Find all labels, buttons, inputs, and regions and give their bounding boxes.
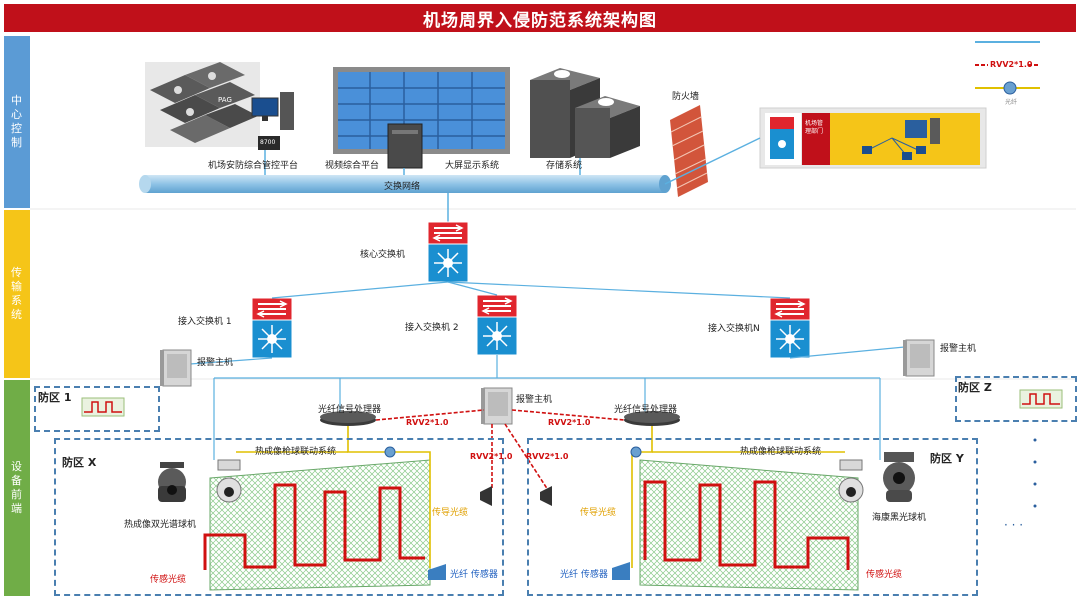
linkage-right-label: 热成像枪球联动系统 xyxy=(740,447,822,457)
zone-z-sensor-graphic xyxy=(1019,389,1063,409)
zone-z-box xyxy=(955,376,1077,422)
legend-rvv-label: RVV2*1.0 xyxy=(990,60,1033,69)
title-bar: 机场周界入侵防范系统架构图 xyxy=(4,4,1076,32)
zone-y-box xyxy=(527,438,978,596)
more-zones-ellipsis: · · · xyxy=(1004,518,1024,532)
zone-y-fence xyxy=(639,459,859,591)
core-switch-label: 核心交换机 xyxy=(360,250,406,260)
zone-x-fence xyxy=(203,459,431,591)
zone-y-label: 防区 Y xyxy=(930,452,964,465)
alarm-host-left-icon xyxy=(159,349,192,387)
alarm-host-left-label: 报警主机 xyxy=(197,358,234,368)
firewall-graphic xyxy=(670,105,708,197)
legend-graphic xyxy=(975,41,1040,95)
page-title: 机场周界入侵防范系统架构图 xyxy=(423,10,657,31)
section-center: 中心控制 xyxy=(4,36,30,208)
zone-1-label: 防区 1 xyxy=(38,391,72,404)
rvv-right-label: RVV2*1.0 xyxy=(548,418,591,427)
guide-cable-left-label: 传导光缆 xyxy=(432,508,469,518)
zone-1-sensor-graphic xyxy=(81,397,125,417)
linkage-left-label: 热成像枪球联动系统 xyxy=(255,447,337,457)
big-screen-label: 大屏显示系统 xyxy=(445,161,500,171)
video-wall-graphic xyxy=(333,67,510,169)
fiber-processor-left-graphic xyxy=(320,411,376,426)
management-platform-graphic xyxy=(145,62,294,150)
core-switch-icon xyxy=(427,221,469,283)
platform-label: 机场安防综合管控平台 xyxy=(208,161,299,171)
zone-x-label: 防区 X xyxy=(62,456,97,469)
access-switch-2-icon xyxy=(476,294,518,356)
zone-1-box xyxy=(34,386,160,432)
fiber-sensor-left-label: 光纤 传感器 xyxy=(450,570,498,580)
section-frontend-label: 设备前端 xyxy=(11,460,23,515)
access-switch-n-label: 接入交换机N xyxy=(708,324,760,334)
sensing-cable-left-label: 传感光缆 xyxy=(150,575,187,585)
alarm-host-center-icon xyxy=(480,387,513,425)
firewall-label: 防火墙 xyxy=(672,92,700,102)
fiber-processor-left-label: 光纤信号处理器 xyxy=(318,405,382,415)
section-transmission: 传输系统 xyxy=(4,210,30,378)
alarm-host-right-label: 报警主机 xyxy=(940,344,977,354)
zone-z-label: 防区 Z xyxy=(958,381,992,394)
storage-graphic xyxy=(530,68,640,158)
access-switch-1-label: 接入交换机 1 xyxy=(178,317,232,327)
airport-dept-label: 机场管理部门 xyxy=(805,120,824,135)
zone-x-box xyxy=(54,438,504,596)
guide-cable-right-label: 传导光缆 xyxy=(580,508,617,518)
rvv-left-label: RVV2*1.0 xyxy=(406,418,449,427)
platform-screen-label: 8700 xyxy=(260,139,276,146)
fiber-sensor-right-label: 光纤 传感器 xyxy=(560,570,608,580)
access-switch-n-icon xyxy=(769,297,811,359)
linkage-camera-right-graphic xyxy=(838,459,864,503)
alarm-host-right-icon xyxy=(902,339,935,377)
video-platform-label: 视频综合平台 xyxy=(325,161,380,171)
network-label: 交换网络 xyxy=(384,182,421,192)
network-pipe-graphic xyxy=(139,175,671,193)
linkage-camera-left-graphic xyxy=(216,459,242,503)
access-switch-2-label: 接入交换机 2 xyxy=(405,323,459,333)
section-transmission-label: 传输系统 xyxy=(11,266,23,321)
sensing-cable-right-label: 传感光缆 xyxy=(866,570,903,580)
rvv-down-left-label: RVV2*1.0 xyxy=(470,452,513,461)
platform-badge: PAG xyxy=(218,96,232,104)
fiber-processor-right-label: 光纤信号处理器 xyxy=(614,405,678,415)
thermal-dome-label: 热成像双光谱球机 xyxy=(124,520,197,530)
legend-sensor-label: 光纤 xyxy=(1005,99,1018,106)
storage-label: 存储系统 xyxy=(546,161,583,171)
section-center-label: 中心控制 xyxy=(11,94,23,149)
section-frontend: 设备前端 xyxy=(4,380,30,596)
thermal-dome-camera-graphic xyxy=(158,462,186,502)
alarm-host-center-label: 报警主机 xyxy=(516,395,553,405)
hikvision-dome-graphic xyxy=(883,452,915,502)
rvv-down-right-label: RVV2*1.0 xyxy=(526,452,569,461)
hikvision-dome-label: 海康黑光球机 xyxy=(872,513,927,523)
fiber-processor-right-graphic xyxy=(624,411,680,426)
airport-dept-graphic xyxy=(759,107,987,169)
access-switch-1-icon xyxy=(251,297,293,359)
